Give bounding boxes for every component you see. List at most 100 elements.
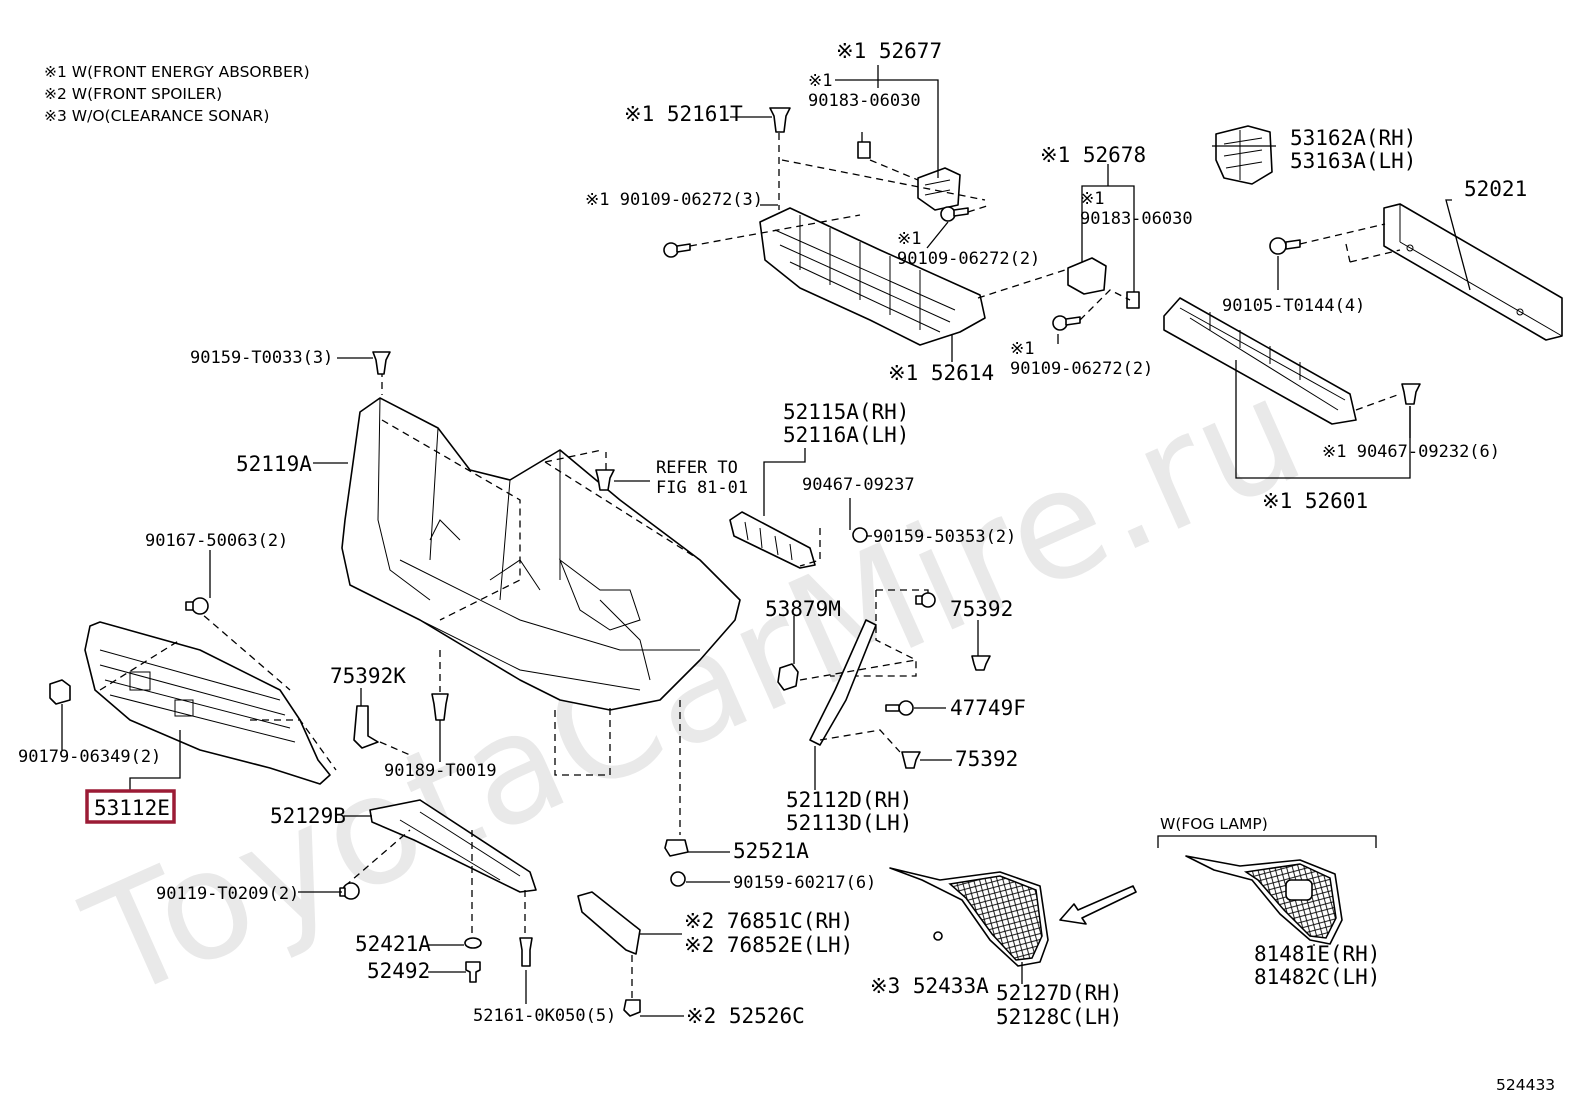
note-1: ※1 W(FRONT ENERGY ABSORBER) — [44, 63, 310, 81]
part-52678-bracket[interactable] — [1067, 257, 1107, 295]
label-52526C: ※2 52526C — [686, 1004, 805, 1028]
notes-legend: ※1 W(FRONT ENERGY ABSORBER) ※2 W(FRONT S… — [44, 63, 310, 125]
part-52601-lower-absorber[interactable] — [1163, 297, 1357, 425]
bolt-90109-2b[interactable] — [1052, 315, 1081, 331]
label-90183-06030-b: 90183-06030 — [1080, 209, 1193, 229]
label-52119A: 52119A — [236, 452, 312, 476]
sonar-cap-52433A[interactable] — [933, 931, 943, 941]
screw-90159-60217[interactable] — [670, 871, 686, 887]
clip-52161T[interactable] — [769, 107, 791, 133]
note-2: ※2 W(FRONT SPOILER) — [44, 85, 222, 103]
bolt-52492[interactable] — [465, 961, 481, 983]
label-75392-upper: 75392 — [950, 597, 1013, 621]
label-90105-T0144: 90105-T0144(4) — [1222, 296, 1365, 316]
label-52021: 52021 — [1464, 177, 1527, 201]
clip-90183-right[interactable] — [1126, 291, 1140, 309]
part-52127D-fog-cover[interactable] — [889, 867, 1049, 967]
label-90189-T0019: 90189-T0019 — [384, 761, 497, 781]
clip-52526C[interactable] — [623, 999, 641, 1017]
part-52129B-under-cover[interactable] — [369, 799, 537, 893]
label-90183-mark-b: ※1 — [1080, 189, 1104, 209]
label-52421A: 52421A — [355, 932, 431, 956]
label-52678: ※1 52678 — [1040, 143, 1146, 167]
label-fog-lamp-group: W(FOG LAMP) — [1160, 815, 1268, 833]
part-52112D-side-trim[interactable] — [809, 619, 877, 746]
clip-75392-lower[interactable] — [901, 751, 921, 769]
label-75392-lower: 75392 — [955, 747, 1018, 771]
nut-53879M[interactable] — [777, 663, 799, 691]
label-52521A: 52521A — [733, 839, 809, 863]
clip-90467-09232[interactable] — [1401, 383, 1421, 405]
part-75392K-clip[interactable] — [353, 705, 379, 749]
label-52129B: 52129B — [270, 804, 346, 828]
nut-52521A[interactable] — [664, 839, 689, 857]
clip-52161-0K050[interactable] — [519, 937, 533, 967]
label-52113D: 52113D(LH) — [786, 811, 912, 835]
washer-52421A[interactable] — [464, 937, 482, 949]
label-53112E[interactable]: 53112E — [94, 796, 170, 820]
clip-90183-left[interactable] — [857, 141, 871, 159]
label-90467-09232: ※1 90467-09232(6) — [1322, 442, 1500, 462]
part-52021-reinforcement[interactable] — [1383, 203, 1563, 341]
label-90159-50353: 90159-50353(2) — [873, 527, 1016, 547]
label-52115A: 52115A(RH) — [783, 400, 909, 424]
label-90109-06272-3: ※1 90109-06272(3) — [585, 190, 763, 210]
label-53162A: 53162A(RH) — [1290, 126, 1416, 150]
part-53112E-lower-grille[interactable] — [84, 621, 331, 785]
label-90179-06349: 90179-06349(2) — [18, 747, 161, 767]
label-90109-mark-a: ※1 — [897, 229, 921, 249]
nut-90467-09237[interactable] — [852, 527, 868, 543]
bolt-90109-2a[interactable] — [940, 206, 969, 222]
clip-refer-fig-81-01[interactable] — [595, 469, 615, 491]
bolt-90159-T0033[interactable] — [372, 351, 391, 375]
bolt-90119[interactable] — [339, 882, 360, 900]
label-52433A: ※3 52433A — [870, 974, 989, 998]
leader-lines — [61, 65, 1471, 1017]
note-3: ※3 W/O(CLEARANCE SONAR) — [44, 107, 269, 125]
nut-90179[interactable] — [49, 679, 71, 705]
label-81481E: 81481E(RH) — [1254, 942, 1380, 966]
label-fig-81-01: FIG 81-01 — [656, 478, 748, 498]
figure-number: 524433 — [1496, 1076, 1555, 1094]
label-52128C: 52128C(LH) — [996, 1005, 1122, 1029]
label-90183-06030-a: 90183-06030 — [808, 91, 921, 111]
label-53879M: 53879M — [765, 597, 841, 621]
label-75392K: 75392K — [330, 664, 406, 688]
label-90467-09237: 90467-09237 — [802, 475, 915, 495]
label-52127D: 52127D(RH) — [996, 981, 1122, 1005]
label-90109-06272-2a: 90109-06272(2) — [897, 249, 1040, 269]
clip-75392-upper[interactable] — [971, 655, 991, 671]
part-52614-absorber[interactable] — [759, 207, 986, 346]
label-76851C: ※2 76851C(RH) — [684, 909, 853, 933]
label-90183-mark-a: ※1 — [808, 71, 832, 91]
part-52677-bracket[interactable] — [917, 167, 961, 211]
part-52119A-bumper-cover[interactable] — [341, 397, 741, 711]
bolt-90109-3[interactable] — [663, 242, 691, 258]
label-53163A: 53163A(LH) — [1290, 149, 1416, 173]
label-52614: ※1 52614 — [888, 361, 994, 385]
part-76851C-spoiler[interactable] — [577, 891, 641, 955]
label-52492: 52492 — [367, 959, 430, 983]
arrow-fog-lamp-version — [1059, 885, 1137, 925]
label-90109-mark-b: ※1 — [1010, 339, 1034, 359]
bolt-90105[interactable] — [1269, 237, 1301, 255]
label-refer-to: REFER TO — [656, 458, 738, 478]
label-52161-0K050: 52161-0K050(5) — [473, 1006, 616, 1026]
part-53162A-bracket[interactable] — [1215, 125, 1273, 185]
clip-90189-T0019[interactable] — [431, 693, 449, 721]
label-76852E: ※2 76852E(LH) — [684, 933, 853, 957]
label-90159-T0033: 90159-T0033(3) — [190, 348, 333, 368]
label-52677: ※1 52677 — [836, 39, 942, 63]
fog-lamp-group-bracket — [1157, 835, 1377, 848]
bolt-90167[interactable] — [185, 597, 209, 615]
label-52161T: ※1 52161T — [624, 102, 743, 126]
screw-47749F[interactable] — [885, 700, 914, 716]
label-81482C: 81482C(LH) — [1254, 965, 1380, 989]
part-81481E-fog-cover[interactable] — [1185, 855, 1343, 945]
part-52115A-side-bracket[interactable] — [729, 511, 816, 569]
label-90119-T0209: 90119-T0209(2) — [156, 884, 299, 904]
label-52601: ※1 52601 — [1262, 489, 1368, 513]
highlight-box-53112E — [85, 789, 176, 824]
